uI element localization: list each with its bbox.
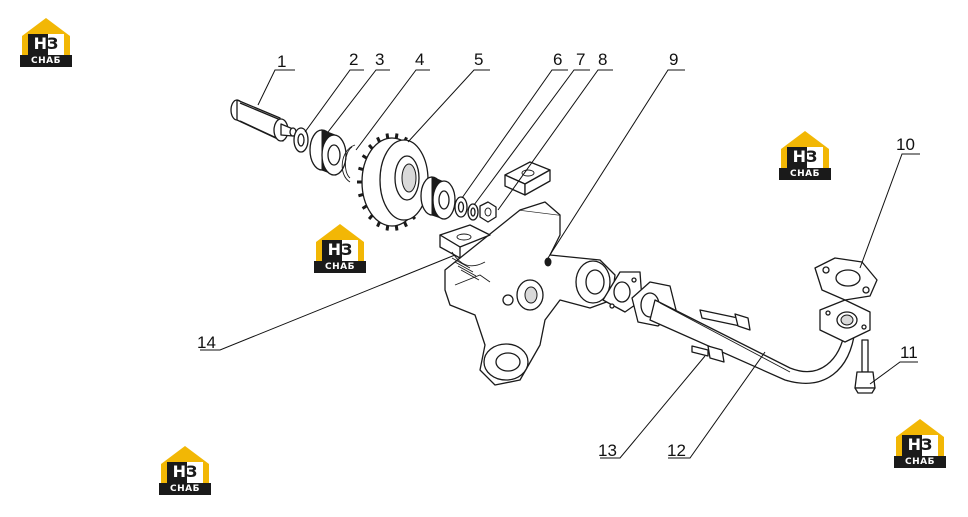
- callout-11: 11: [900, 343, 918, 362]
- watermark-logo: НЗ СНАБ: [779, 129, 831, 181]
- logo-caption: СНАБ: [894, 456, 946, 468]
- gear-tooth: [376, 221, 381, 228]
- callout-3: 3: [375, 50, 384, 69]
- leader-10: [859, 153, 920, 269]
- part-nut-8: [479, 201, 497, 223]
- leader-8: [497, 69, 613, 211]
- leader-14: [200, 254, 456, 351]
- watermark-logo: НЗ СНАБ: [314, 222, 366, 274]
- logo-letter-left: Н: [172, 462, 186, 481]
- part-gear-5: [357, 133, 429, 231]
- logo-caption: СНАБ: [779, 168, 831, 180]
- callout-4: 4: [415, 50, 424, 69]
- part-pipe-12: [631, 281, 871, 384]
- watermark-logo: НЗ СНАБ: [159, 444, 211, 496]
- callout-10: 10: [896, 135, 915, 154]
- leader-9: [547, 69, 685, 259]
- part-bolt-13: [691, 345, 725, 363]
- part-washer-7: [467, 203, 479, 221]
- gear-tooth: [385, 133, 390, 139]
- gear-tooth: [376, 136, 381, 143]
- logo-letter-left: Н: [33, 34, 47, 53]
- leader-5: [407, 69, 490, 143]
- logo-letter-left: Н: [907, 435, 921, 454]
- logo-letter-right: З: [806, 147, 818, 166]
- part-bolt-11: [854, 339, 876, 394]
- logo-letter-right: З: [921, 435, 933, 454]
- part-washer-2: [293, 127, 309, 153]
- part-washer-6: [454, 196, 468, 218]
- gear-tooth: [357, 192, 364, 198]
- part-flange-gasket-10: [814, 257, 878, 301]
- logo-letter-left: Н: [792, 147, 806, 166]
- callout-numbers: 1 2 3 4 5 6 7 8 9 10 11 12 13 14: [197, 50, 918, 460]
- watermark-logo: НЗ СНАБ: [894, 417, 946, 469]
- callout-1: 1: [277, 52, 286, 71]
- logo-letter-right: З: [47, 34, 59, 53]
- gear-tooth: [394, 133, 399, 139]
- part-snap-ring-4: [341, 144, 356, 183]
- part-spring-14: [451, 257, 480, 281]
- callout-6: 6: [553, 50, 562, 69]
- logo-caption: СНАБ: [314, 261, 366, 273]
- gear-tooth: [403, 221, 408, 228]
- part-gasket: [602, 271, 643, 313]
- gear-tooth: [385, 225, 390, 231]
- part-pipe-bolt: [699, 309, 751, 331]
- leader-4: [355, 69, 430, 151]
- gear-tooth: [367, 214, 374, 221]
- callout-8: 8: [598, 50, 607, 69]
- logo-caption: СНАБ: [20, 55, 72, 67]
- part-bearing-3: [309, 129, 347, 176]
- part-bearing-gear-side: [420, 176, 456, 220]
- leader-12: [668, 351, 766, 459]
- logo-house-icon: [22, 18, 70, 55]
- gear-tooth: [394, 225, 399, 231]
- part-pump-body-9: [439, 201, 616, 386]
- leader-1: [257, 69, 295, 106]
- leader-2: [304, 69, 364, 133]
- leader-6: [461, 69, 568, 199]
- callout-5: 5: [474, 50, 483, 69]
- callout-2: 2: [349, 50, 358, 69]
- logo-house-icon: [781, 131, 829, 168]
- gear-tooth: [367, 143, 374, 150]
- callout-13: 13: [598, 441, 617, 460]
- gear-tooth: [361, 154, 368, 160]
- callout-12: 12: [667, 441, 686, 460]
- callout-7: 7: [576, 50, 585, 69]
- logo-caption: СНАБ: [159, 483, 211, 495]
- callout-9: 9: [669, 50, 678, 69]
- gear-tooth: [361, 204, 368, 210]
- leader-7: [473, 69, 590, 206]
- leader-lines: [200, 69, 920, 459]
- gear-tooth: [357, 166, 364, 172]
- logo-letter-right: З: [341, 240, 353, 259]
- watermark-logo: НЗ СНАБ: [20, 16, 72, 68]
- part-shaft: [230, 99, 297, 142]
- logo-house-icon: [896, 419, 944, 456]
- leader-3: [327, 69, 390, 133]
- logo-letter-right: З: [186, 462, 198, 481]
- leader-11: [869, 361, 918, 385]
- logo-house-icon: [316, 224, 364, 261]
- callout-14: 14: [197, 333, 216, 352]
- logo-house-icon: [161, 446, 209, 483]
- logo-letter-left: Н: [327, 240, 341, 259]
- leader-13: [600, 355, 706, 459]
